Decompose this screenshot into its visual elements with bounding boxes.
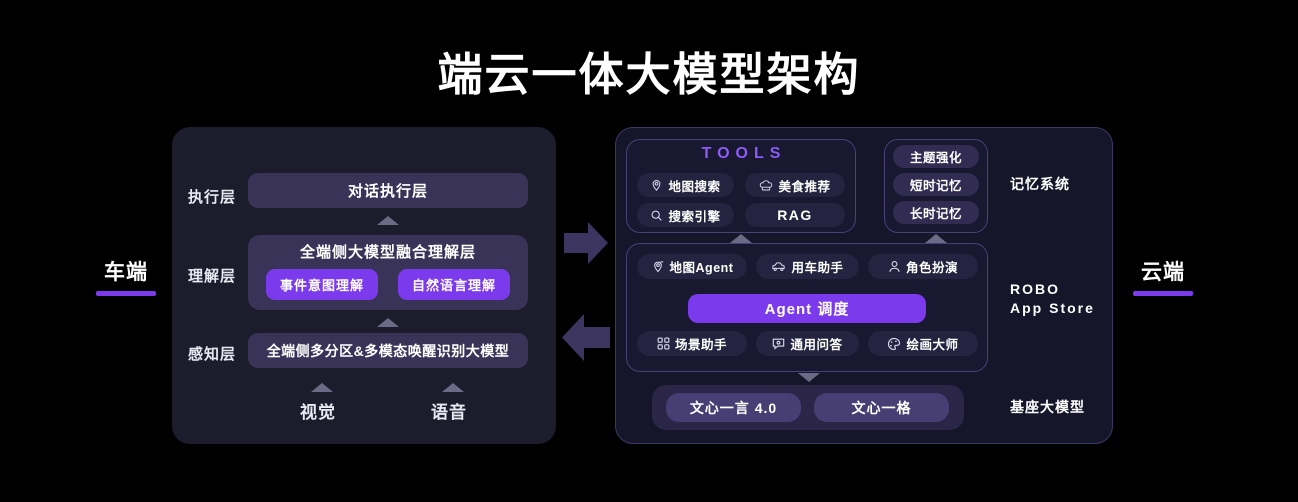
person-icon [888,260,901,274]
arrow-up-icon-agents-to-memory [925,234,947,243]
caption-memory-system: 记忆系统 [1010,176,1070,192]
side-label-vehicle-text: 车端 [104,261,148,284]
memory-pill-theme-reinforce[interactable]: 主题强化 [893,145,979,168]
agent-pill-painting-master-label: 绘画大师 [906,338,959,352]
side-label-cloud-text: 云端 [1141,261,1185,284]
side-label-cloud-underline [1133,291,1193,296]
palette-icon [887,337,901,351]
agent-dispatch-button[interactable]: Agent 调度 [688,294,926,323]
agent-pill-car-assistant-label: 用车助手 [791,261,844,275]
agent-pill-map-agent[interactable]: 地图Agent [637,254,747,279]
sensor-label-vision: 视觉 [300,403,336,422]
agent-pill-scene-assistant-label: 场景助手 [674,338,727,352]
chip-event-intent[interactable]: 事件意图理解 [265,269,378,300]
arrow-up-icon-voice [442,383,464,392]
arrow-down-icon-agents-to-base [798,373,820,382]
memory-pill-long-term[interactable]: 长时记忆 [893,201,979,224]
perception-layer-bar[interactable]: 全端侧多分区&多模态唤醒识别大模型 [248,333,528,368]
agent-pill-scene-assistant[interactable]: 场景助手 [637,331,747,356]
agent-pill-map-agent-label: 地图Agent [669,261,734,275]
chat-bubble-icon [772,337,785,350]
agent-pill-car-assistant[interactable]: 用车助手 [756,254,859,279]
caption-base-models: 基座大模型 [1010,399,1085,415]
arrow-up-icon-understand-to-exec [377,216,399,225]
agent-pill-role-play[interactable]: 角色扮演 [868,254,978,279]
tool-pill-map-search-label: 地图搜索 [668,179,721,194]
arrow-up-icon-vision [311,383,333,392]
base-model-pill-ernie-bot[interactable]: 文心一言 4.0 [666,393,801,422]
arrow-up-icon-perceive-to-understand [377,318,399,327]
row-label-perception: 感知层 [188,346,237,363]
side-label-vehicle: 车端 [96,256,156,296]
agent-pill-general-qa[interactable]: 通用问答 [756,331,859,356]
chip-natural-language[interactable]: 自然语言理解 [397,269,510,300]
understanding-layer-title: 全端侧大模型融合理解层 [299,244,476,261]
page-title: 端云一体大模型架构 [437,49,861,100]
tool-pill-search-engine[interactable]: 搜索引擎 [637,203,734,227]
row-label-understanding: 理解层 [188,268,237,285]
tool-pill-food-recommend-label: 美食推荐 [778,179,831,194]
sensor-label-voice: 语音 [431,403,467,422]
map-pin-icon [650,179,663,192]
tool-pill-map-search[interactable]: 地图搜索 [637,173,734,197]
arrow-right-icon-vehicle-to-cloud [564,222,608,264]
tool-pill-rag[interactable]: RAG [745,203,845,227]
memory-pill-short-term[interactable]: 短时记忆 [893,173,979,196]
row-label-execution: 执行层 [188,189,237,206]
arrow-left-icon-cloud-to-vehicle [562,314,610,361]
execution-layer-bar[interactable]: 对话执行层 [248,173,528,208]
location-pin-icon [651,260,665,274]
agent-pill-general-qa-label: 通用问答 [790,338,843,352]
grid-icon [657,337,670,350]
agent-pill-painting-master[interactable]: 绘画大师 [868,331,978,356]
agent-pill-role-play-label: 角色扮演 [905,261,958,275]
magnifier-icon [650,209,663,222]
arrow-up-icon-agents-to-tools [730,234,752,243]
chef-hat-icon [759,179,773,192]
understanding-layer-box: 全端侧大模型融合理解层 事件意图理解 自然语言理解 [248,235,528,310]
understanding-chip-row: 事件意图理解 自然语言理解 [248,269,528,300]
caption-robo-app-store: ROBO App Store [1010,281,1095,316]
side-label-vehicle-underline [96,291,156,296]
car-icon [771,260,786,273]
base-model-pill-ernie-vilg[interactable]: 文心一格 [814,393,949,422]
tool-pill-search-engine-label: 搜索引擎 [668,209,721,224]
tools-title: TOOLS [701,145,787,162]
side-label-cloud: 云端 [1133,256,1193,296]
tool-pill-food-recommend[interactable]: 美食推荐 [745,173,845,197]
